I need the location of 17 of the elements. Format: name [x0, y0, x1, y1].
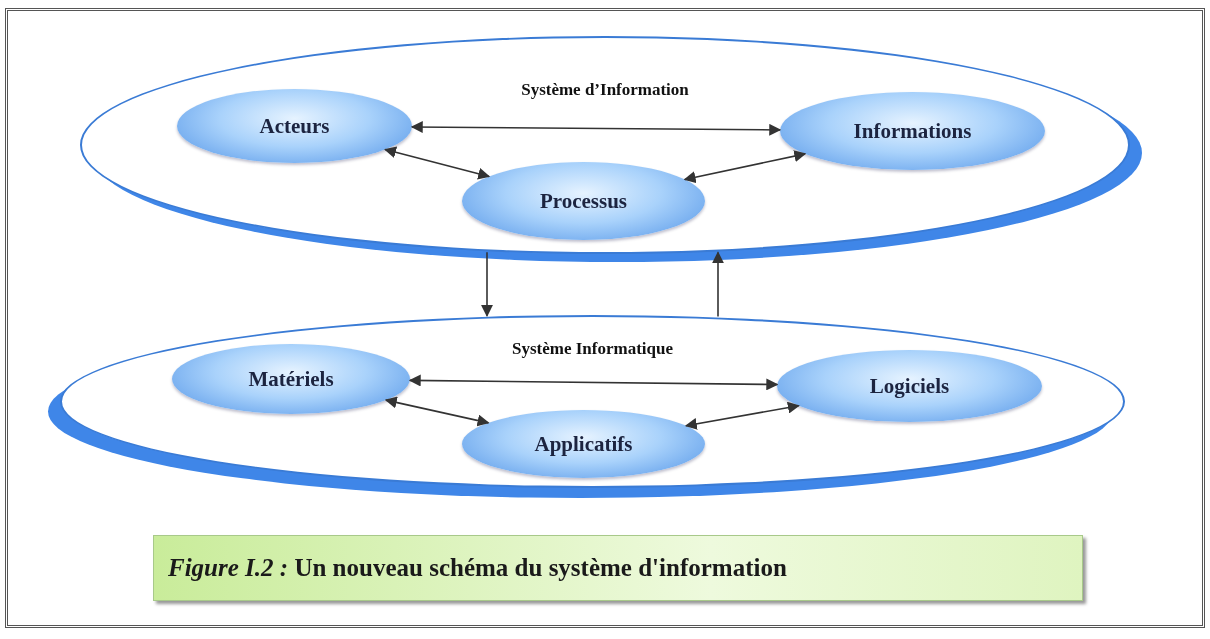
- system-title: Système d’Information: [521, 80, 689, 100]
- node-label: Informations: [853, 118, 972, 144]
- arrow: [384, 146, 491, 180]
- node-label: Processus: [539, 188, 628, 214]
- system-title: Système Informatique: [512, 339, 673, 359]
- arrow: [408, 374, 779, 391]
- node-label: Logiciels: [869, 373, 950, 399]
- arrow: [684, 401, 800, 430]
- figure-caption: Figure I.2 : Un nouveau schéma du système d'information: [153, 535, 1083, 601]
- arrow: [712, 251, 724, 318]
- arrow: [384, 396, 490, 427]
- arrow: [410, 121, 782, 136]
- arrow: [683, 150, 807, 184]
- node-label: Acteurs: [259, 113, 330, 139]
- arrow: [481, 251, 493, 317]
- node-label: Matériels: [248, 366, 334, 392]
- node-label: Applicatifs: [534, 431, 633, 457]
